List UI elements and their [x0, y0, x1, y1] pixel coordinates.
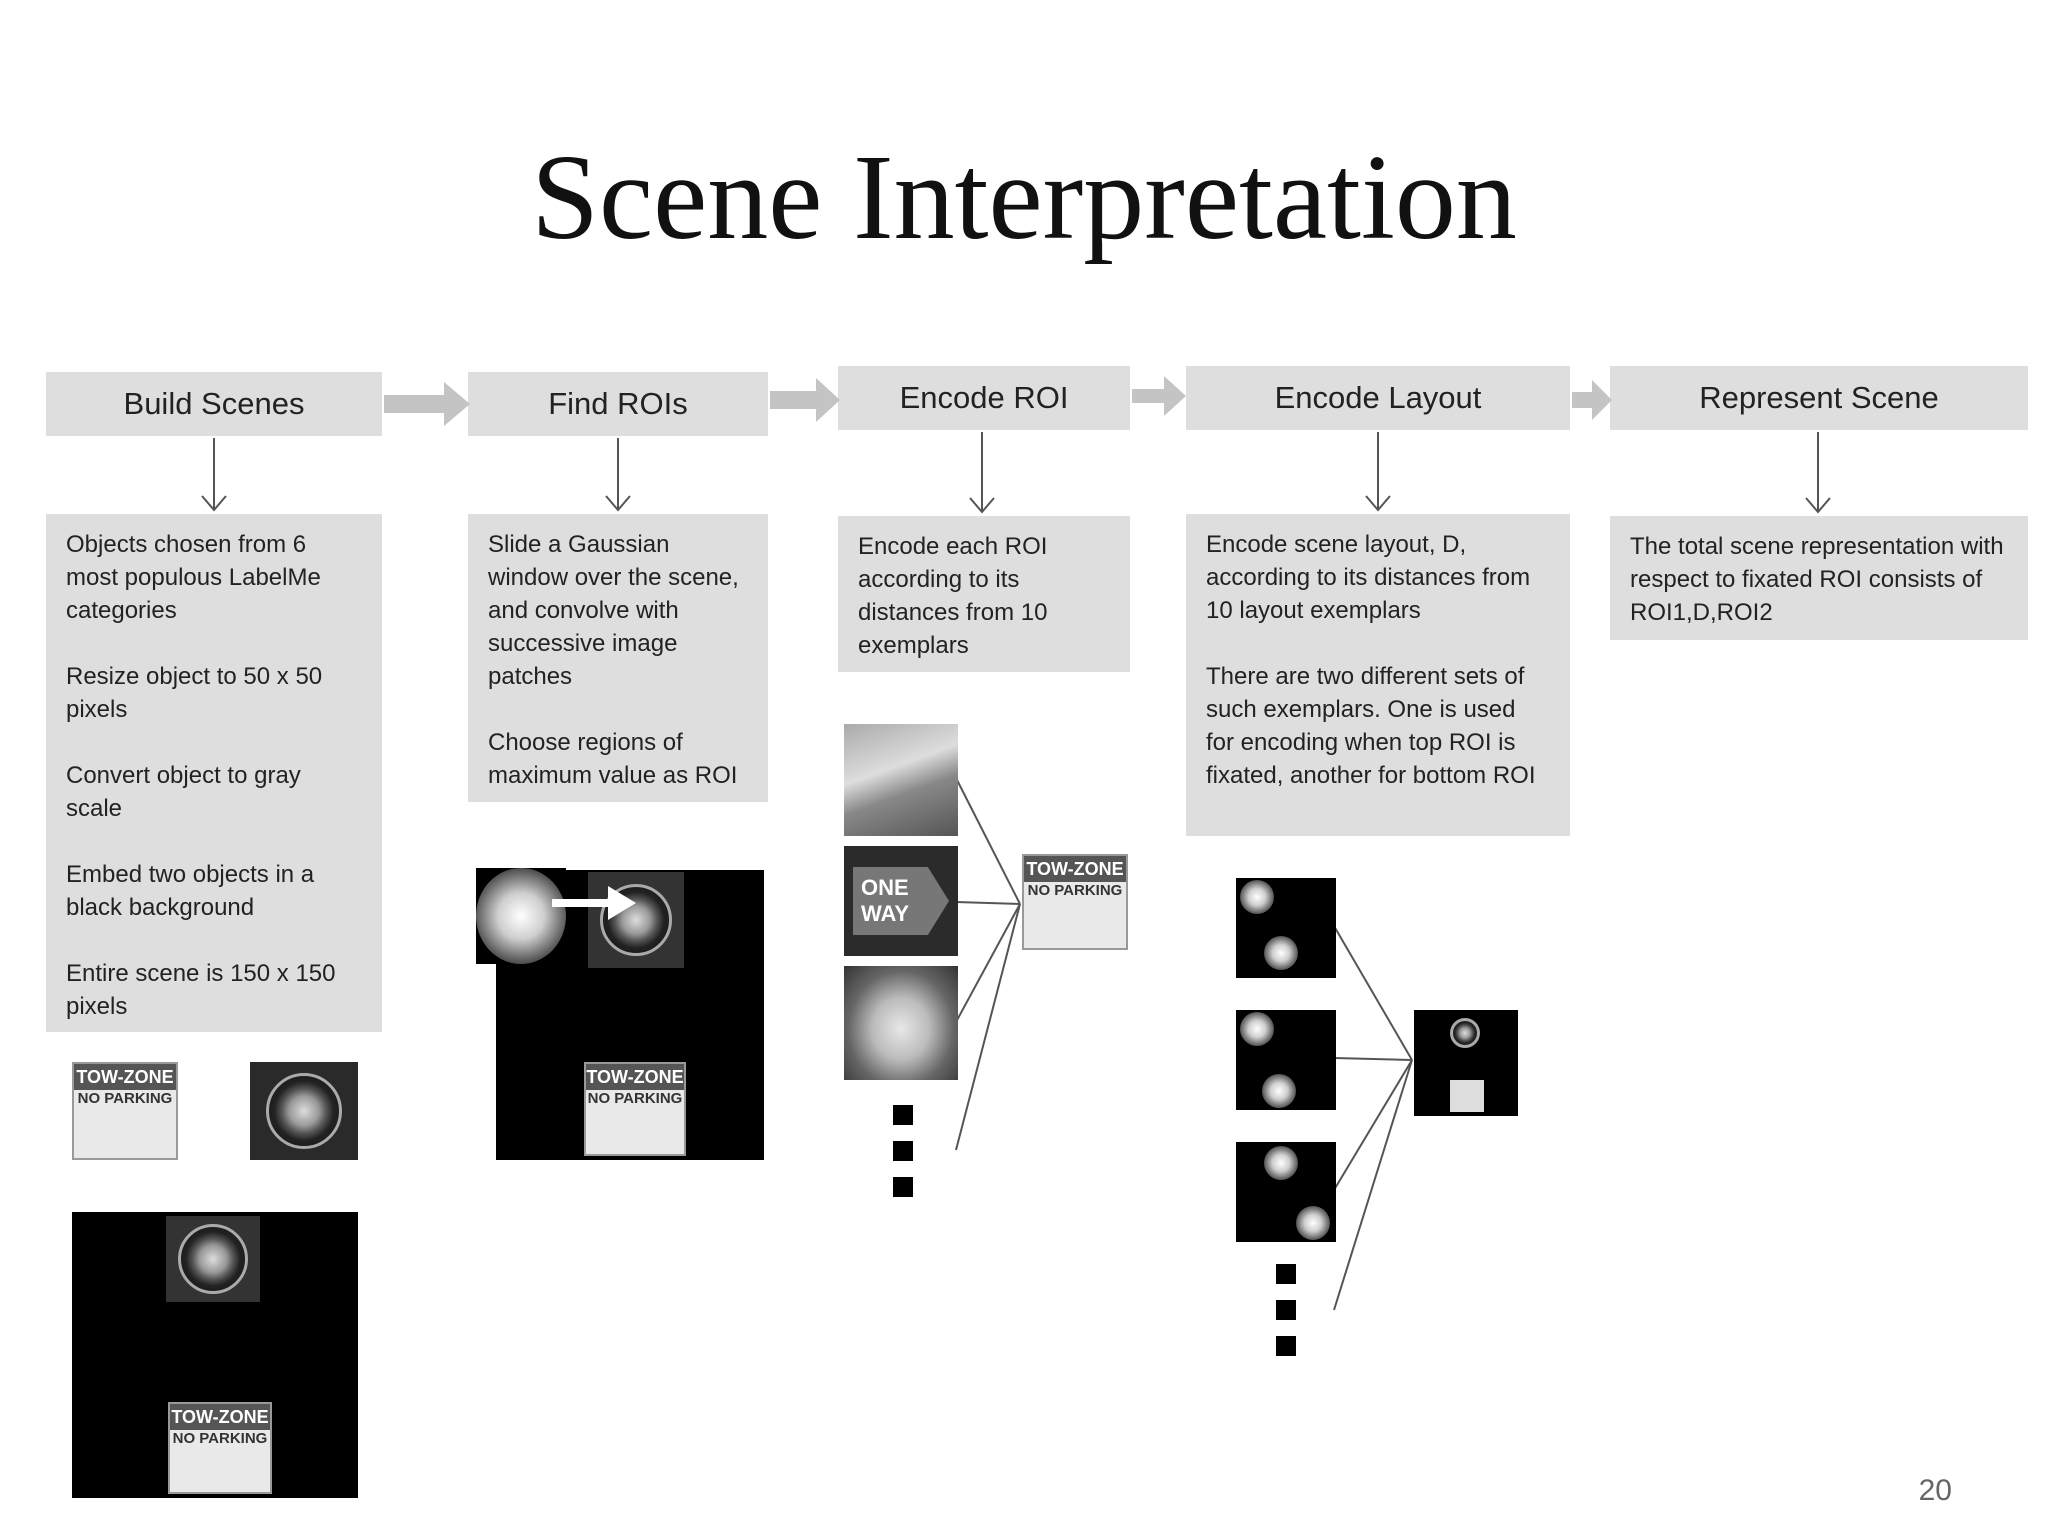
sign-bottom-text: NO PARKING	[172, 1430, 268, 1447]
step-paragraph: Entire scene is 150 x 150 pixels	[66, 960, 336, 1020]
step-header-find-rois: Find ROIs	[468, 372, 768, 436]
layout-scene-image	[1414, 1010, 1518, 1116]
sign-bottom-text: NO PARKING	[587, 1090, 683, 1107]
step-box-encode-roi: Encode each ROI according to its distanc…	[838, 516, 1130, 672]
wheel-icon	[178, 1224, 248, 1294]
step-header-represent-scene: Represent Scene	[1610, 366, 2028, 430]
slide-title: Scene Interpretation	[531, 130, 1517, 265]
step-header-encode-roi: Encode ROI	[838, 366, 1130, 430]
layout-exemplar-2	[1236, 1010, 1336, 1110]
step-label: Find ROIs	[548, 386, 688, 421]
one-way-exemplar-image: ONE WAY	[844, 846, 958, 956]
step-paragraph: Resize object to 50 x 50 pixels	[66, 663, 323, 723]
step-header-build-scenes: Build Scenes	[46, 372, 382, 436]
layout-connectors	[1333, 925, 1413, 1311]
gaussian-window-glow	[476, 868, 566, 964]
layout-exemplar-3	[1236, 1142, 1336, 1242]
slide-arrow-icon	[552, 886, 636, 920]
sign-top-text: TOW-ZONE	[74, 1064, 176, 1090]
block-arrow-2	[770, 378, 840, 422]
step-box-represent-scene: The total scene representation with resp…	[1610, 516, 2028, 640]
step-label: Encode ROI	[899, 380, 1069, 415]
sign-top-text: TOW-ZONE	[586, 1064, 684, 1090]
step-paragraph: There are two different sets of such exe…	[1206, 663, 1536, 789]
face-exemplar-image	[844, 966, 958, 1080]
layout-exemplar-1	[1236, 878, 1336, 978]
block-arrow-4	[1572, 380, 1612, 420]
ellipsis-dot	[893, 1141, 913, 1161]
wheel-image	[166, 1216, 260, 1302]
layout-blob	[1240, 880, 1274, 914]
page-number: 20	[1918, 1474, 1952, 1507]
step-paragraph: Encode each ROI according to its distanc…	[858, 533, 1048, 659]
step-box-find-rois: Slide a Gaussian window over the scene, …	[468, 514, 768, 802]
layout-blob	[1262, 1074, 1296, 1108]
ellipsis-dot	[893, 1177, 913, 1197]
wheel-icon	[1450, 1018, 1480, 1048]
layout-blob	[1296, 1206, 1330, 1240]
sign-top-text: TOW-ZONE	[170, 1404, 270, 1430]
step-paragraph: Slide a Gaussian window over the scene, …	[488, 531, 739, 690]
step-paragraph: The total scene representation with resp…	[1630, 533, 2004, 626]
step-paragraph: Encode scene layout, D, according to its…	[1206, 531, 1531, 624]
tow-zone-sign-image: TOW-ZONE NO PARKING	[584, 1062, 686, 1156]
sign-bottom-text: NO PARKING	[1027, 882, 1123, 899]
step-label: Represent Scene	[1699, 380, 1939, 415]
tow-zone-sign-image: TOW-ZONE NO PARKING	[72, 1062, 178, 1160]
wheel-icon	[266, 1073, 342, 1149]
ellipsis-dot	[1276, 1300, 1296, 1320]
layout-blob	[1264, 1146, 1298, 1180]
step-paragraph: Choose regions of maximum value as ROI	[488, 729, 738, 789]
tow-zone-sign-image: TOW-ZONE NO PARKING	[1022, 854, 1128, 950]
roi-scene-image: TOW-ZONE NO PARKING	[496, 870, 764, 1160]
sign-top-text: TOW-ZONE	[1024, 856, 1126, 882]
step-label: Build Scenes	[123, 386, 305, 421]
step-paragraph: Convert object to gray scale	[66, 762, 301, 822]
block-arrow-1	[384, 382, 470, 426]
sign-bottom-text: NO PARKING	[77, 1090, 173, 1107]
step-box-encode-layout: Encode scene layout, D, according to its…	[1186, 514, 1570, 836]
step-header-encode-layout: Encode Layout	[1186, 366, 1570, 430]
step-paragraph: Embed two objects in a black background	[66, 861, 315, 921]
roi-connectors	[955, 777, 1021, 1151]
step-paragraph: Objects chosen from 6 most populous Labe…	[66, 531, 321, 624]
wheel-image	[250, 1062, 358, 1160]
car-exemplar-image	[844, 724, 958, 836]
tow-zone-sign-image: TOW-ZONE NO PARKING	[168, 1402, 272, 1494]
block-arrow-3	[1132, 376, 1186, 416]
ellipsis-dot	[1276, 1264, 1296, 1284]
scene-example-image: TOW-ZONE NO PARKING	[72, 1212, 358, 1498]
ellipsis-dot	[1276, 1336, 1296, 1356]
one-way-sign-text: ONE WAY	[853, 867, 949, 935]
gaussian-window-image	[476, 868, 566, 964]
step-label: Encode Layout	[1274, 380, 1482, 415]
small-sign-image	[1450, 1080, 1484, 1112]
layout-blob	[1240, 1012, 1274, 1046]
step-box-build-scenes: Objects chosen from 6 most populous Labe…	[46, 514, 382, 1032]
ellipsis-dot	[893, 1105, 913, 1125]
layout-blob	[1264, 936, 1298, 970]
